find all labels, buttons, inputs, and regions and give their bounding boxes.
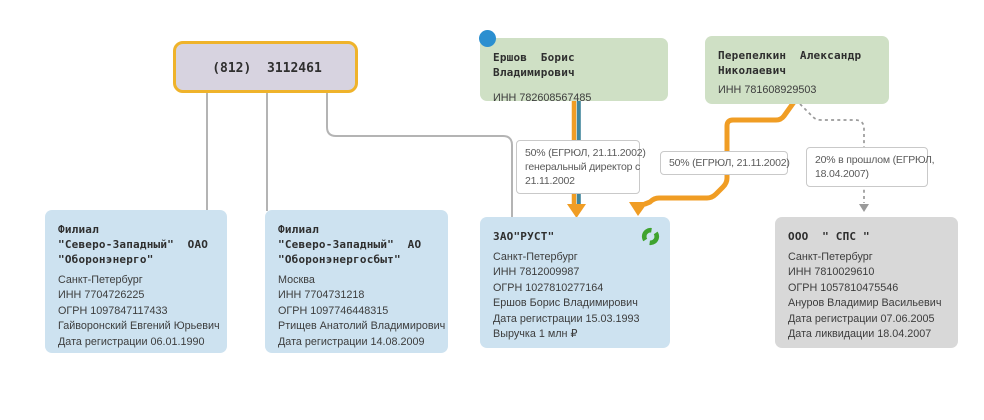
arrowhead-perepelkin-to-sps (859, 204, 869, 212)
company-detail: Санкт-Петербург (788, 251, 873, 263)
edge-label-perepelkin-sps: 20% в прошлом (ЕГРЮЛ, 18.04.2007) (806, 147, 935, 187)
company-title: Филиал "Северо-Западный" ОАО "Оборонэнер… (58, 223, 209, 266)
person-node-perepelkin[interactable]: Перепелкин Александр Николаевич ИНН 7816… (705, 36, 889, 104)
company-detail: Ануров Владимир Васильевич (788, 297, 942, 310)
person-name: Перепелкин Александр Николаевич (718, 49, 862, 77)
company-node-oboronenergosbyt[interactable]: Филиал "Северо-Западный" АО "Оборонэнерг… (265, 210, 448, 353)
edge-label-line: 20% в прошлом (ЕГРЮЛ, (815, 154, 935, 166)
company-detail: ОГРН 1027810277164 (493, 281, 604, 294)
edge-perepelkin-to-rust (642, 99, 797, 207)
company-detail: Ртищев Анатолий Владимирович (278, 320, 446, 333)
edge-phone-to-rust (326, 93, 513, 217)
company-detail: ОГРН 1097746448315 (278, 304, 389, 317)
company-detail: Ершов Борис Владимирович (493, 297, 638, 310)
company-detail: Дата ликвидации 18.04.2007 (788, 328, 932, 341)
active-status-ring-icon (641, 227, 660, 246)
arrowhead-ershov-to-rust (567, 204, 586, 218)
company-detail: Санкт-Петербург (493, 251, 578, 263)
edge-label-ershov-rust: 50% (ЕГРЮЛ, 21.11.2002) генеральный дире… (516, 140, 646, 194)
company-detail: ИНН 7810029610 (788, 266, 875, 279)
phone-node[interactable]: (812) 3112461 (173, 41, 358, 93)
company-detail: ИНН 7704731218 (278, 289, 365, 302)
edge-label-perepelkin-rust: 50% (ЕГРЮЛ, 21.11.2002) (660, 151, 790, 175)
person-node-ershov[interactable]: Ершов Борис Владимирович ИНН 78260856748… (480, 38, 668, 104)
company-detail: Гайворонский Евгений Юрьевич (58, 320, 220, 333)
company-detail: Дата регистрации 14.08.2009 (278, 335, 425, 348)
company-title: ЗАО"РУСТ" (493, 230, 555, 243)
arrowhead-perepelkin-to-rust (629, 202, 648, 216)
person-inn: ИНН 782608567485 (493, 92, 592, 104)
blue-dot-marker (479, 30, 496, 47)
edge-label-line: 18.04.2007) (815, 168, 869, 180)
company-detail: Выручка 1 млн ₽ (493, 328, 578, 341)
company-detail: ОГРН 1097847117433 (58, 304, 168, 317)
company-node-rust[interactable]: ЗАО"РУСТ" Санкт-Петербург ИНН 7812009987… (480, 217, 670, 348)
company-node-sps[interactable]: ООО " СПС " Санкт-Петербург ИНН 78100296… (775, 217, 958, 348)
edge-perepelkin-to-sps-dashed (799, 103, 865, 203)
company-node-oboronenergo[interactable]: Филиал "Северо-Западный" ОАО "Оборонэнер… (45, 210, 227, 353)
person-inn: ИНН 781608929503 (718, 84, 817, 96)
company-title: ООО " СПС " (788, 230, 870, 243)
company-detail: ИНН 7704726225 (58, 289, 145, 302)
person-name: Ершов Борис Владимирович (493, 51, 589, 79)
company-title: Филиал "Северо-Западный" АО "Оборонэнерг… (278, 223, 422, 266)
edge-label-line: 21.11.2002 (525, 175, 575, 187)
edge-label-line: 50% (ЕГРЮЛ, 21.11.2002) (525, 147, 646, 159)
company-detail: Дата регистрации 07.06.2005 (788, 312, 935, 325)
company-detail: ОГРН 1057810475546 (788, 281, 899, 294)
company-detail: ИНН 7812009987 (493, 266, 580, 279)
company-detail: Москва (278, 274, 315, 286)
company-detail: Дата регистрации 15.03.1993 (493, 312, 640, 325)
edge-label-line: генеральный директор с (525, 161, 641, 173)
company-detail: Дата регистрации 06.01.1990 (58, 335, 205, 348)
company-detail: Санкт-Петербург (58, 274, 143, 286)
